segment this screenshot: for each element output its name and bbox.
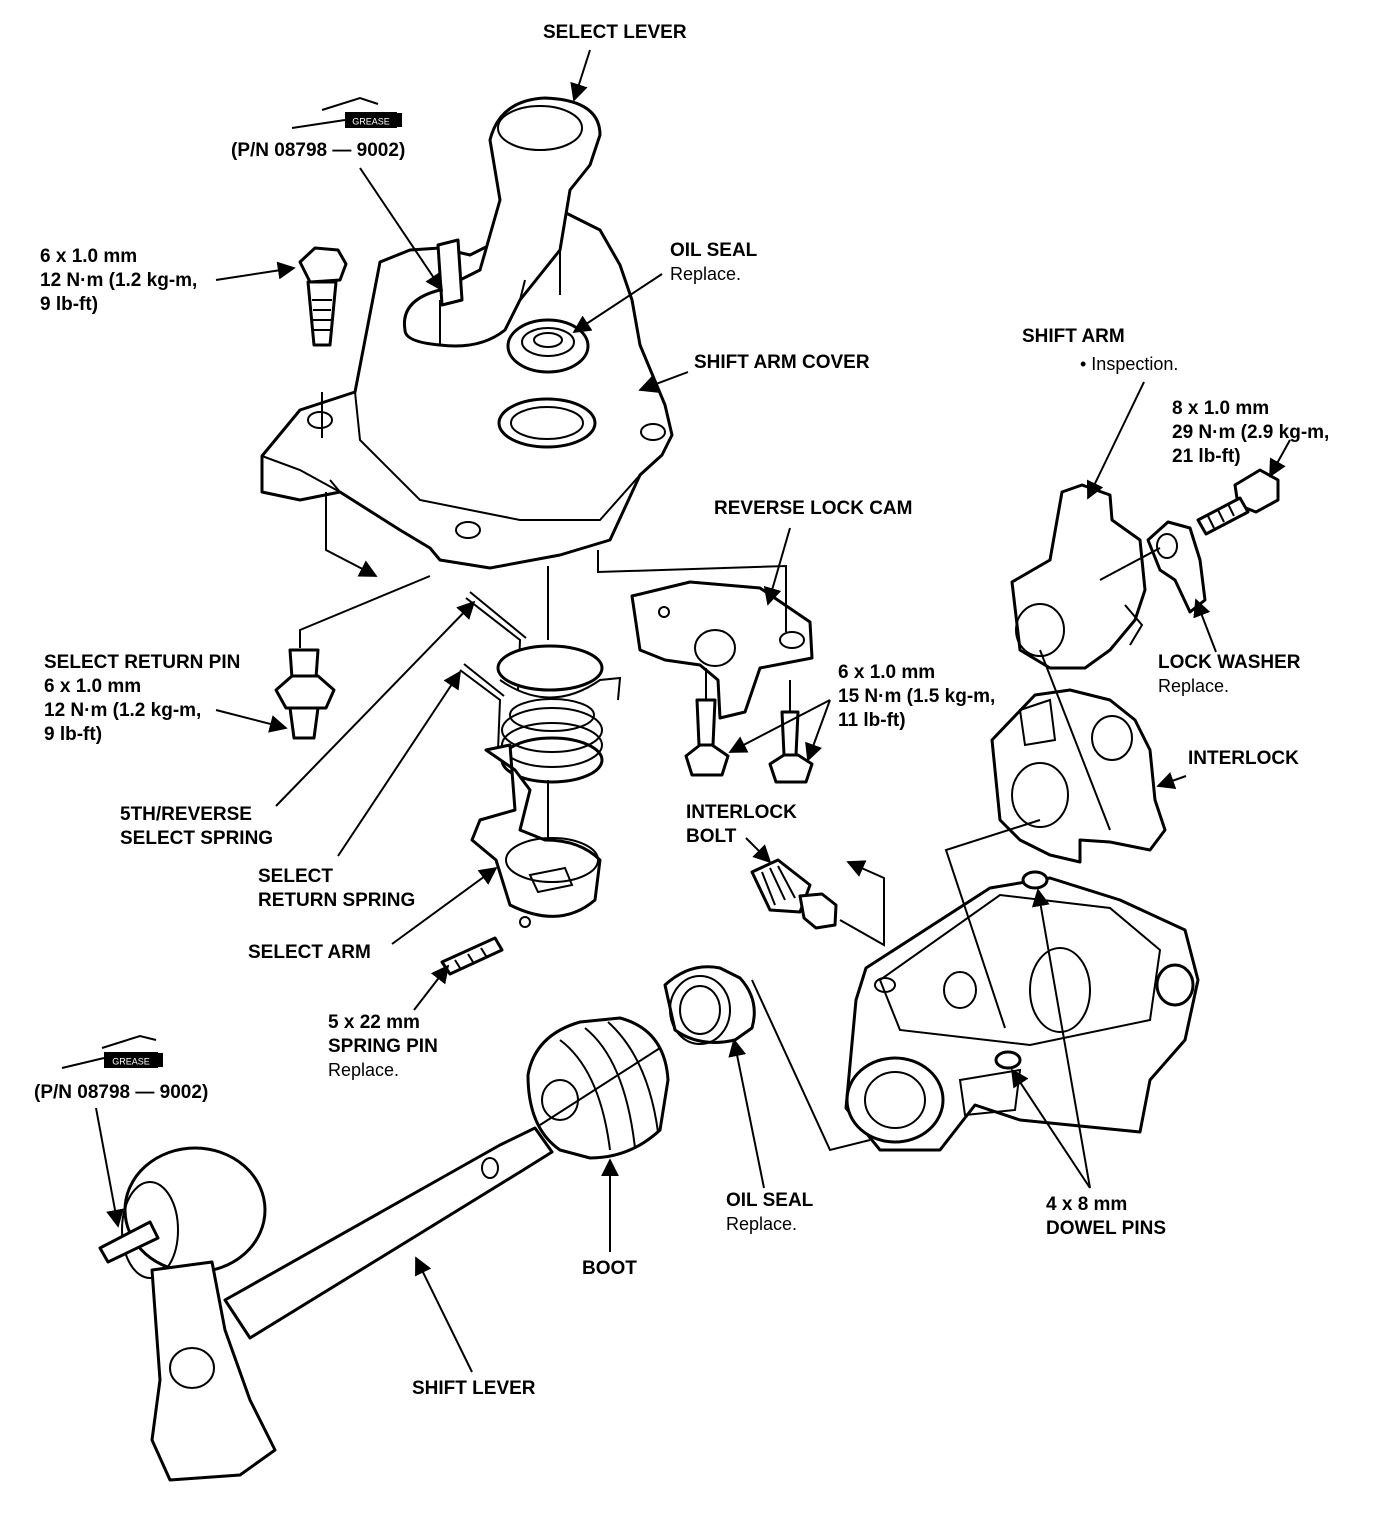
label-bolt-8x1-size: 8 x 1.0 mm bbox=[1172, 398, 1269, 419]
label-shift-lever: SHIFT LEVER bbox=[412, 1378, 536, 1399]
label-spring-pin: SPRING PIN bbox=[328, 1036, 438, 1057]
grease-tag-bottom: GREASE bbox=[112, 1057, 150, 1067]
label-bolt-8x1-torque2: 21 lb-ft) bbox=[1172, 446, 1241, 467]
label-dowel-size: 4 x 8 mm bbox=[1046, 1194, 1127, 1215]
cam-bolt-2-part bbox=[768, 710, 814, 784]
label-select-arm: SELECT ARM bbox=[248, 942, 371, 963]
lock-washer-part bbox=[1146, 520, 1207, 614]
label-srp-size: 6 x 1.0 mm bbox=[44, 676, 141, 697]
label-interlock: INTERLOCK bbox=[1188, 748, 1299, 769]
shift-lever-part bbox=[98, 1126, 554, 1482]
grease-tag-top: GREASE bbox=[352, 117, 390, 127]
shift-arm-part bbox=[1010, 483, 1147, 670]
oil-seal-bottom-part bbox=[663, 965, 756, 1045]
reverse-lock-cam-part bbox=[630, 580, 814, 720]
label-grease-pn-bottom: (P/N 08798 — 9002) bbox=[34, 1082, 208, 1103]
label-bolt-6x1-torque2: 9 lb-ft) bbox=[40, 294, 98, 315]
label-reverse-lock-cam: REVERSE LOCK CAM bbox=[714, 498, 912, 519]
label-interlock-bolt-2: BOLT bbox=[686, 826, 737, 847]
label-spring-pin-note: Replace. bbox=[328, 1060, 399, 1080]
label-bolt-6x1-size: 6 x 1.0 mm bbox=[40, 246, 137, 267]
label-shift-arm-cover: SHIFT ARM COVER bbox=[694, 352, 870, 373]
label-cam-bolt-size: 6 x 1.0 mm bbox=[838, 662, 935, 683]
label-shift-arm: SHIFT ARM bbox=[1022, 326, 1125, 347]
label-bolt-8x1-torque1: 29 N·m (2.9 kg-m, bbox=[1172, 422, 1329, 443]
bolt-8x1-part bbox=[1196, 468, 1280, 536]
grease-gun-icon-bottom: GREASE bbox=[61, 1034, 163, 1069]
label-shift-arm-note: • Inspection. bbox=[1080, 354, 1178, 374]
interlock-part bbox=[990, 688, 1167, 864]
label-interlock-bolt-1: INTERLOCK bbox=[686, 802, 797, 823]
select-arm-part bbox=[470, 743, 602, 928]
leader-lines bbox=[95, 49, 1291, 1373]
spring-pin-part bbox=[440, 936, 504, 976]
label-fifth-reverse-2: SELECT SPRING bbox=[120, 828, 273, 849]
label-oil-seal-bottom: OIL SEAL bbox=[726, 1190, 814, 1211]
bolt-6x1-top-part bbox=[298, 246, 348, 347]
interlock-bolt-part bbox=[750, 858, 838, 930]
label-cam-bolt-torque2: 11 lb-ft) bbox=[838, 710, 906, 731]
select-springs-part bbox=[459, 591, 622, 784]
label-oil-seal-top-note: Replace. bbox=[670, 264, 741, 284]
cam-bolt-1-part bbox=[684, 698, 730, 777]
label-select-return-pin: SELECT RETURN PIN bbox=[44, 652, 240, 673]
label-oil-seal-top: OIL SEAL bbox=[670, 240, 758, 261]
oil-seal-top-part bbox=[506, 318, 590, 374]
dowel-pins-part bbox=[994, 870, 1049, 1070]
label-select-return-spring-2: RETURN SPRING bbox=[258, 890, 415, 911]
label-bolt-6x1-torque1: 12 N·m (1.2 kg-m, bbox=[40, 270, 197, 291]
label-cam-bolt-torque1: 15 N·m (1.5 kg-m, bbox=[838, 686, 995, 707]
transmission-housing-part bbox=[844, 876, 1200, 1152]
label-spring-pin-size: 5 x 22 mm bbox=[328, 1012, 420, 1033]
select-return-pin-part bbox=[274, 648, 336, 740]
label-lock-washer: LOCK WASHER bbox=[1158, 652, 1301, 673]
label-srp-torque1: 12 N·m (1.2 kg-m, bbox=[44, 700, 201, 721]
label-dowel-pins: DOWEL PINS bbox=[1046, 1218, 1166, 1239]
shift-arm-cover-part bbox=[260, 208, 674, 570]
label-boot: BOOT bbox=[582, 1258, 637, 1279]
label-srp-torque2: 9 lb-ft) bbox=[44, 724, 102, 745]
label-grease-pn-top: (P/N 08798 — 9002) bbox=[231, 140, 405, 161]
label-select-lever: SELECT LEVER bbox=[543, 22, 687, 43]
label-fifth-reverse-1: 5TH/REVERSE bbox=[120, 804, 252, 825]
label-lock-washer-note: Replace. bbox=[1158, 676, 1229, 696]
grease-gun-icon-top: GREASE bbox=[291, 96, 402, 129]
label-oil-seal-bottom-note: Replace. bbox=[726, 1214, 797, 1234]
label-select-return-spring-1: SELECT bbox=[258, 866, 333, 887]
